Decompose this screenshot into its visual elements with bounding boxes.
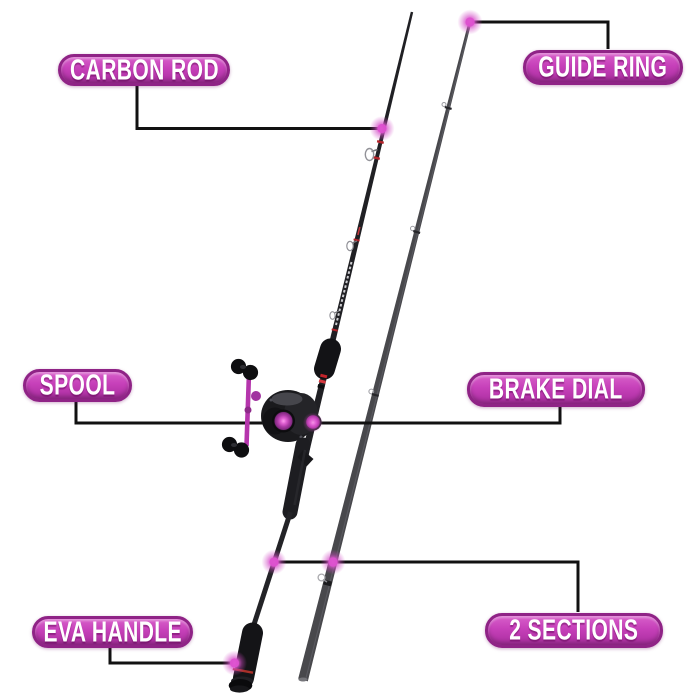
label-spool-text: SPOOL xyxy=(39,369,116,401)
label-eva-handle-text: EVA HANDLE xyxy=(43,615,182,648)
label-2-sections: 2 SECTIONS xyxy=(485,613,663,648)
line-carbon-rod xyxy=(135,86,380,130)
trigger-grip xyxy=(297,450,314,467)
star-drag-icon xyxy=(251,391,261,401)
label-brake-dial-text: BRAKE DIAL xyxy=(489,373,623,405)
crank-knob xyxy=(242,364,259,381)
line-spool xyxy=(74,401,281,425)
line-guide-ring xyxy=(472,20,610,49)
annotation-lines xyxy=(74,20,610,665)
label-carbon-rod-text: CARBON ROD xyxy=(69,53,219,86)
dot-eva-handle xyxy=(222,650,247,676)
dot-section-right xyxy=(320,549,346,575)
tip-guide-icon xyxy=(441,102,447,107)
tip-guide-icon xyxy=(410,225,416,232)
label-spool: SPOOL xyxy=(23,369,132,402)
dot-section-left xyxy=(261,549,287,575)
label-guide-ring-text: GUIDE RING xyxy=(538,51,668,83)
rod-butt-section xyxy=(301,11,414,456)
rod-guide-ring-icon xyxy=(329,311,336,320)
rod-guide-ring-icon xyxy=(346,240,354,252)
tip-guide-icon xyxy=(368,388,375,395)
dot-spool xyxy=(273,411,294,431)
crank-knob xyxy=(230,358,247,375)
rod-guide-ring-icon xyxy=(364,147,375,162)
line-brake-dial xyxy=(316,406,562,425)
tip-section-butt-cap xyxy=(298,677,308,682)
line-eva-handle xyxy=(108,647,233,665)
dot-guide-ring xyxy=(457,9,483,35)
label-2-sections-text: 2 SECTIONS xyxy=(509,614,639,646)
foregrip xyxy=(314,338,341,390)
label-carbon-rod: CARBON ROD xyxy=(58,54,230,86)
rod-branding-text xyxy=(335,261,353,326)
dot-carbon-rod xyxy=(369,116,395,141)
reel-seat xyxy=(282,437,314,520)
crank-knob xyxy=(221,436,238,453)
dot-brake-dial xyxy=(303,412,323,433)
label-brake-dial: BRAKE DIAL xyxy=(467,372,645,407)
tip-guide-ring-icon xyxy=(317,573,326,582)
crank-knob xyxy=(233,442,250,458)
label-eva-handle: EVA HANDLE xyxy=(32,616,193,648)
label-guide-ring: GUIDE RING xyxy=(523,50,683,85)
marker-dots xyxy=(222,9,483,676)
line-2-sections xyxy=(274,560,580,612)
